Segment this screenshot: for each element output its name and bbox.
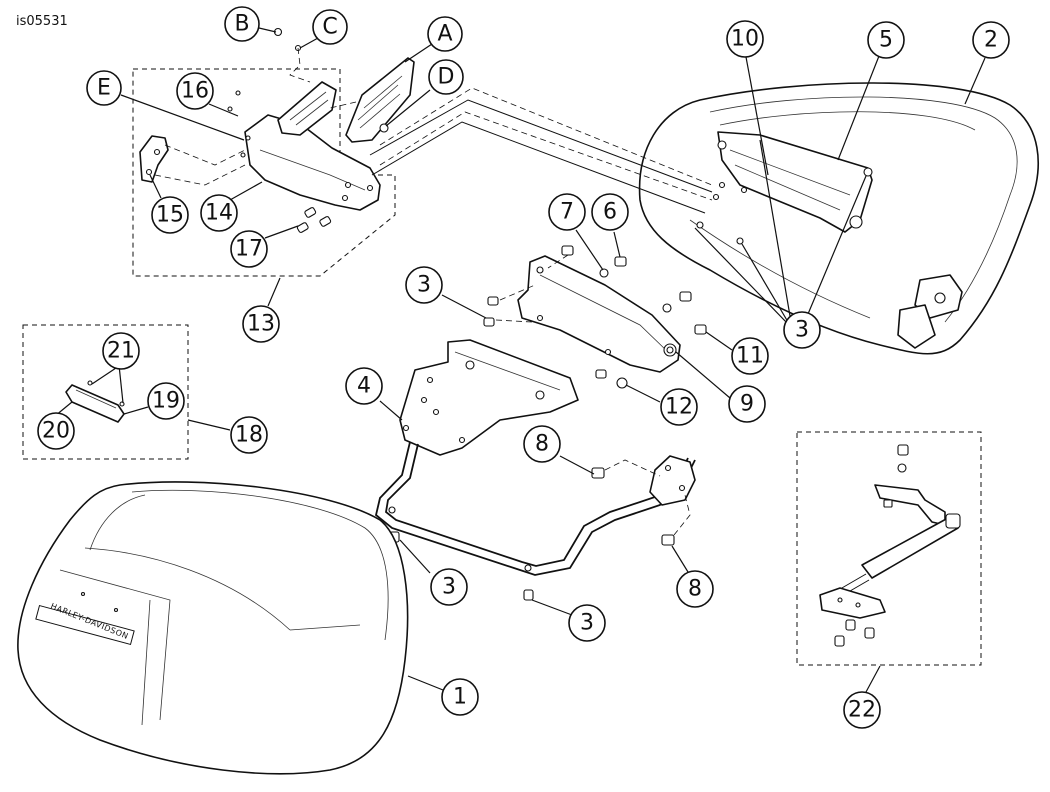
svg-text:3: 3: [795, 318, 809, 343]
case-part-1: HARLEY-DAVIDSON: [17, 481, 409, 775]
callout-3-bracket: 3: [405, 266, 443, 304]
svg-text:1: 1: [453, 685, 467, 710]
svg-text:3: 3: [417, 273, 431, 298]
svg-text:7: 7: [560, 200, 574, 225]
bracket-part-9: [483, 245, 707, 389]
callout-11: 11: [731, 337, 769, 375]
tube-frame: [374, 441, 696, 601]
callout-16: 16: [176, 72, 214, 110]
strut-assembly: [819, 444, 961, 647]
svg-text:B: B: [234, 12, 249, 37]
routing-line-d: [371, 121, 706, 214]
callout-13: 13: [242, 305, 280, 343]
callout-14: 14: [200, 194, 238, 232]
svg-text:15: 15: [156, 203, 184, 228]
group-18-box: [22, 324, 189, 460]
svg-text:D: D: [438, 65, 455, 90]
callout-6: 6: [591, 193, 629, 231]
callout-E: E: [86, 70, 122, 106]
callout-18: 18: [230, 416, 268, 454]
callout-9: 9: [728, 385, 766, 423]
svg-text:E: E: [97, 76, 111, 101]
svg-text:20: 20: [42, 419, 70, 444]
svg-text:3: 3: [580, 611, 594, 636]
svg-text:13: 13: [247, 312, 275, 337]
callout-3-frame-left: 3: [430, 568, 468, 606]
svg-text:A: A: [437, 22, 452, 47]
routing-line-c: [369, 99, 713, 193]
svg-text:8: 8: [535, 432, 549, 457]
svg-text:5: 5: [879, 28, 893, 53]
callout-1: 1: [441, 678, 479, 716]
svg-text:C: C: [322, 15, 337, 40]
svg-text:14: 14: [205, 201, 233, 226]
callout-20: 20: [37, 412, 75, 450]
svg-text:4: 4: [357, 374, 371, 399]
lid-part-2: [638, 82, 1039, 355]
callout-D: D: [428, 59, 464, 95]
callout-10: 10: [726, 20, 764, 58]
routing-line-a: [379, 87, 713, 186]
svg-text:12: 12: [665, 395, 693, 420]
svg-text:2: 2: [984, 28, 998, 53]
callout-4: 4: [345, 367, 383, 405]
group-22-box: [796, 431, 982, 666]
callout-22: 22: [843, 691, 881, 729]
svg-text:18: 18: [235, 423, 263, 448]
callout-3-frame-bottom: 3: [568, 604, 606, 642]
svg-text:19: 19: [152, 389, 180, 414]
callout-2: 2: [972, 21, 1010, 59]
svg-text:11: 11: [736, 344, 764, 369]
svg-text:6: 6: [603, 200, 617, 225]
callout-B: B: [224, 6, 260, 42]
callout-19: 19: [147, 382, 185, 420]
latch-assembly: [139, 27, 415, 233]
callout-C: C: [312, 9, 348, 45]
callout-8-upper: 8: [523, 425, 561, 463]
svg-text:8: 8: [688, 577, 702, 602]
callout-15: 15: [151, 196, 189, 234]
svg-text:3: 3: [442, 575, 456, 600]
callout-12: 12: [660, 388, 698, 426]
reflector-assembly: [65, 380, 125, 423]
svg-text:17: 17: [235, 237, 263, 262]
svg-text:16: 16: [181, 79, 209, 104]
callout-8-lower: 8: [676, 570, 714, 608]
svg-text:9: 9: [740, 392, 754, 417]
svg-text:21: 21: [107, 339, 135, 364]
figure-id: is05531: [16, 14, 68, 29]
callout-A: A: [427, 16, 463, 52]
callout-17: 17: [230, 230, 268, 268]
mount-plate-part-4: [399, 339, 579, 456]
callout-21: 21: [102, 332, 140, 370]
leader-lines: [54, 27, 986, 693]
group-13-box: [132, 68, 396, 277]
callout-5: 5: [867, 21, 905, 59]
routing-line-b: [379, 111, 713, 201]
svg-text:22: 22: [848, 698, 876, 723]
callout-7: 7: [548, 193, 586, 231]
callout-3-lid: 3: [783, 311, 821, 349]
svg-text:10: 10: [731, 27, 759, 52]
